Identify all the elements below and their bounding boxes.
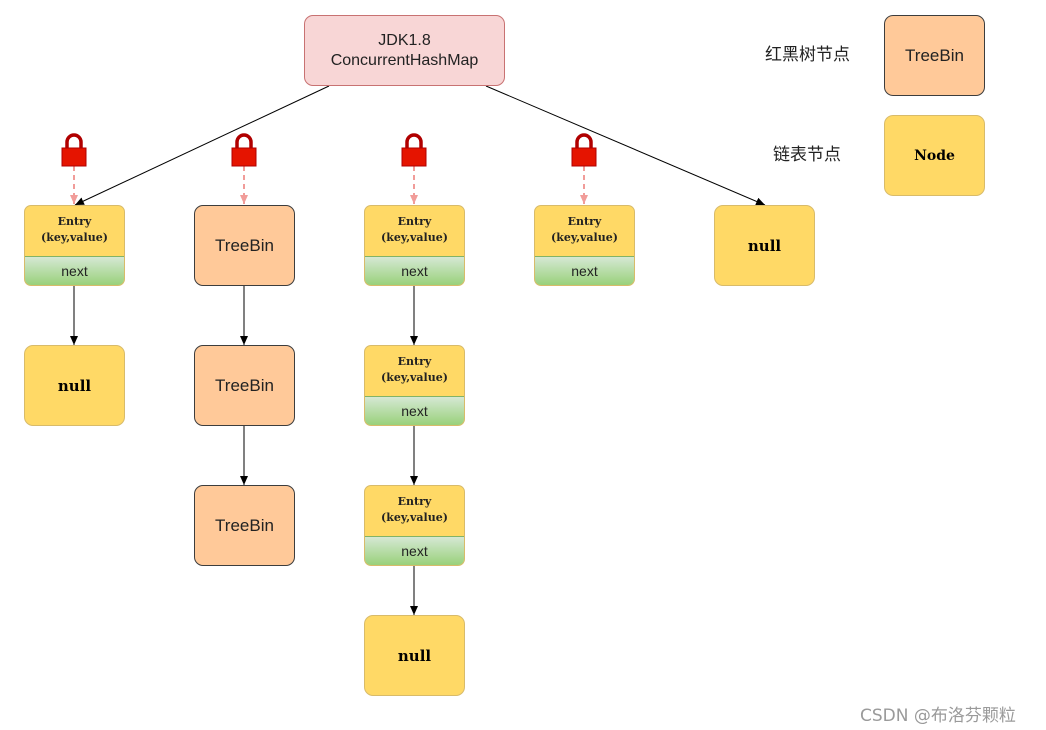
entry-kv: Entry (key,value) — [365, 486, 464, 536]
entry-kv: Entry (key,value) — [365, 206, 464, 256]
bucket-3-entry: Entry (key,value) next — [364, 205, 465, 286]
lock-icon — [571, 133, 597, 167]
bucket-1-null: null — [24, 345, 125, 426]
lock-icon — [231, 133, 257, 167]
entry-keyvalue: (key,value) — [381, 511, 448, 524]
entry-kv: Entry (key,value) — [535, 206, 634, 256]
bucket-5-null: null — [714, 205, 815, 286]
entry-next: next — [365, 536, 464, 565]
edge-root-bucket5 — [485, 85, 766, 206]
entry-next: next — [365, 256, 464, 285]
entry-next: next — [25, 256, 124, 285]
entry-label: Entry — [397, 495, 432, 508]
bucket-4-entry: Entry (key,value) next — [534, 205, 635, 286]
entry-label: Entry — [567, 215, 602, 228]
root-concurrenthashmap: JDK1.8 ConcurrentHashMap — [304, 15, 505, 86]
lock-icon — [401, 133, 427, 167]
bucket-3-null: null — [364, 615, 465, 696]
root-title: JDK1.8 — [378, 31, 431, 49]
entry-label: Entry — [57, 215, 92, 228]
chain-entry-2: Entry (key,value) next — [364, 345, 465, 426]
bucket-2-treebin: TreeBin — [194, 205, 295, 286]
bucket-1-entry: Entry (key,value) next — [24, 205, 125, 286]
legend-treebin-box: TreeBin — [884, 15, 985, 96]
entry-kv: Entry (key,value) — [365, 346, 464, 396]
entry-keyvalue: (key,value) — [551, 231, 618, 244]
chain-entry-3: Entry (key,value) next — [364, 485, 465, 566]
edge-root-bucket1 — [74, 85, 330, 206]
entry-label: Entry — [397, 355, 432, 368]
treebin-2: TreeBin — [194, 345, 295, 426]
root-subtitle: ConcurrentHashMap — [330, 51, 479, 69]
entry-next: next — [535, 256, 634, 285]
legend-node-box: Node — [884, 115, 985, 196]
lock-icon — [61, 133, 87, 167]
watermark: CSDN @布洛芬颗粒 — [860, 706, 1016, 726]
entry-keyvalue: (key,value) — [41, 231, 108, 244]
legend-treebin-label: 红黑树节点 — [765, 45, 850, 65]
entry-kv: Entry (key,value) — [25, 206, 124, 256]
entry-keyvalue: (key,value) — [381, 371, 448, 384]
legend-node-label: 链表节点 — [773, 145, 841, 165]
entry-keyvalue: (key,value) — [381, 231, 448, 244]
entry-label: Entry — [397, 215, 432, 228]
treebin-3: TreeBin — [194, 485, 295, 566]
entry-next: next — [365, 396, 464, 425]
